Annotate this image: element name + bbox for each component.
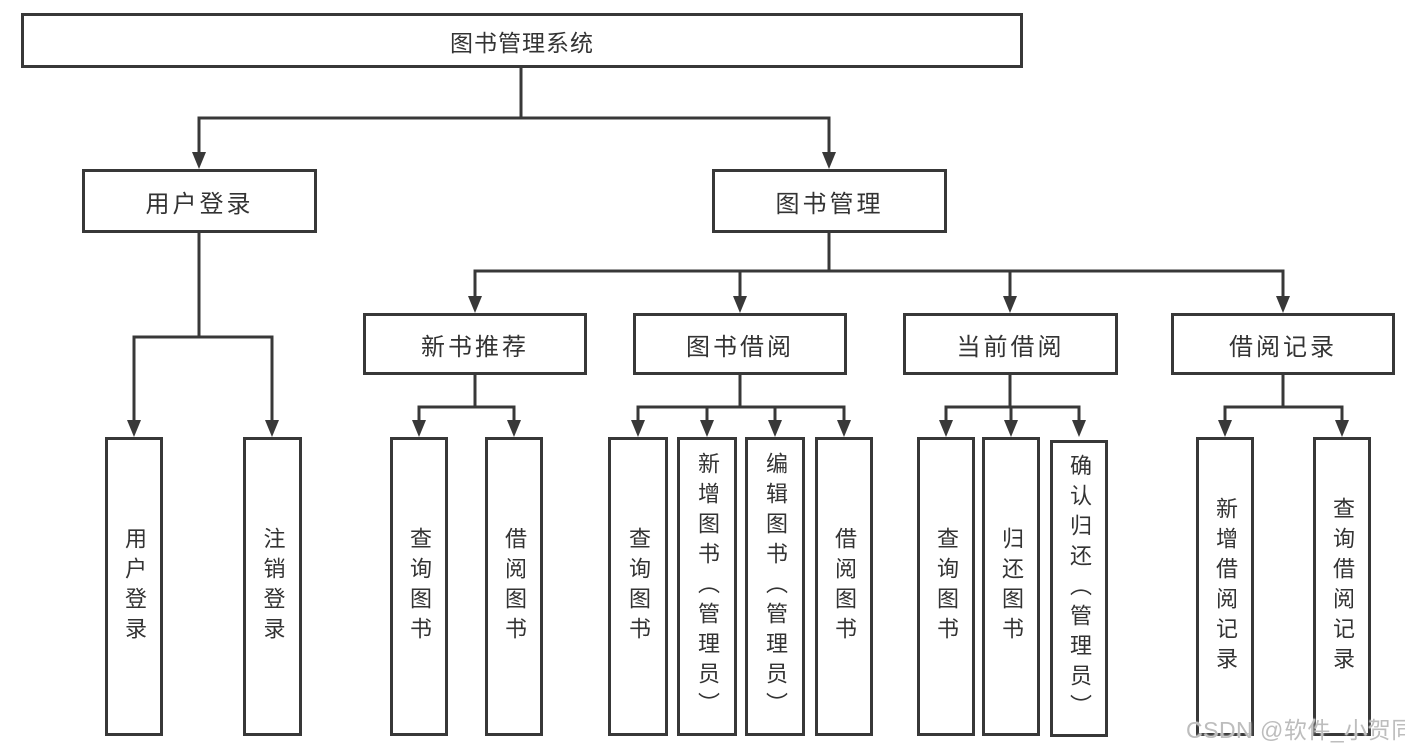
node-label: 图书管理系统 <box>450 29 594 56</box>
watermark: CSDN @软件_小贺同学 <box>1186 717 1405 743</box>
leaf-add-book-admin: 新增图书（管理员） <box>677 437 737 736</box>
node-label: 借阅图书 <box>832 526 857 647</box>
leaf-user-login: 用户登录 <box>105 437 163 736</box>
node-label: 新增图书（管理员） <box>695 451 720 722</box>
node-label: 借阅图书 <box>502 526 527 647</box>
node-current-borrow: 当前借阅 <box>903 313 1118 375</box>
node-label: 查询图书 <box>934 526 959 647</box>
leaf-query-borrow-record: 查询借阅记录 <box>1313 437 1371 736</box>
node-label: 用户登录 <box>145 190 254 218</box>
node-new-book-recommend: 新书推荐 <box>363 313 587 375</box>
node-label: 新书推荐 <box>421 333 529 361</box>
node-book-management: 图书管理 <box>712 169 947 233</box>
tree-edges <box>132 68 1344 422</box>
leaf-add-borrow-record: 新增借阅记录 <box>1196 437 1254 736</box>
node-label: 查询借阅记录 <box>1330 496 1355 677</box>
node-user-login: 用户登录 <box>82 169 317 233</box>
node-label: 当前借阅 <box>956 333 1065 361</box>
node-library-system: 图书管理系统 <box>21 13 1023 68</box>
node-label: 编辑图书（管理员） <box>763 451 788 722</box>
node-label: 注销登录 <box>260 526 286 647</box>
leaf-edit-book-admin: 编辑图书（管理员） <box>745 437 805 736</box>
leaf-query-book-3: 查询图书 <box>917 437 975 736</box>
node-borrow-record: 借阅记录 <box>1171 313 1395 375</box>
node-label: 借阅记录 <box>1229 333 1337 361</box>
leaf-query-book-2: 查询图书 <box>608 437 668 736</box>
node-label: 图书管理 <box>775 190 884 218</box>
leaf-borrow-book-2: 借阅图书 <box>815 437 873 736</box>
node-label: 归还图书 <box>999 526 1024 647</box>
node-label: 用户登录 <box>122 526 147 647</box>
node-label: 查询图书 <box>407 526 432 647</box>
node-book-borrow: 图书借阅 <box>633 313 847 375</box>
leaf-confirm-return-admin: 确认归还（管理员） <box>1050 440 1108 737</box>
leaf-logout: 注销登录 <box>243 437 302 736</box>
leaf-return-book: 归还图书 <box>982 437 1040 736</box>
arrowheads <box>127 152 1349 437</box>
node-label: 新增借阅记录 <box>1213 496 1238 677</box>
node-label: 查询图书 <box>626 526 651 647</box>
node-label: 图书借阅 <box>686 333 794 361</box>
leaf-query-book-1: 查询图书 <box>390 437 448 736</box>
node-label: 确认归还（管理员） <box>1067 453 1092 724</box>
leaf-borrow-book-1: 借阅图书 <box>485 437 543 736</box>
